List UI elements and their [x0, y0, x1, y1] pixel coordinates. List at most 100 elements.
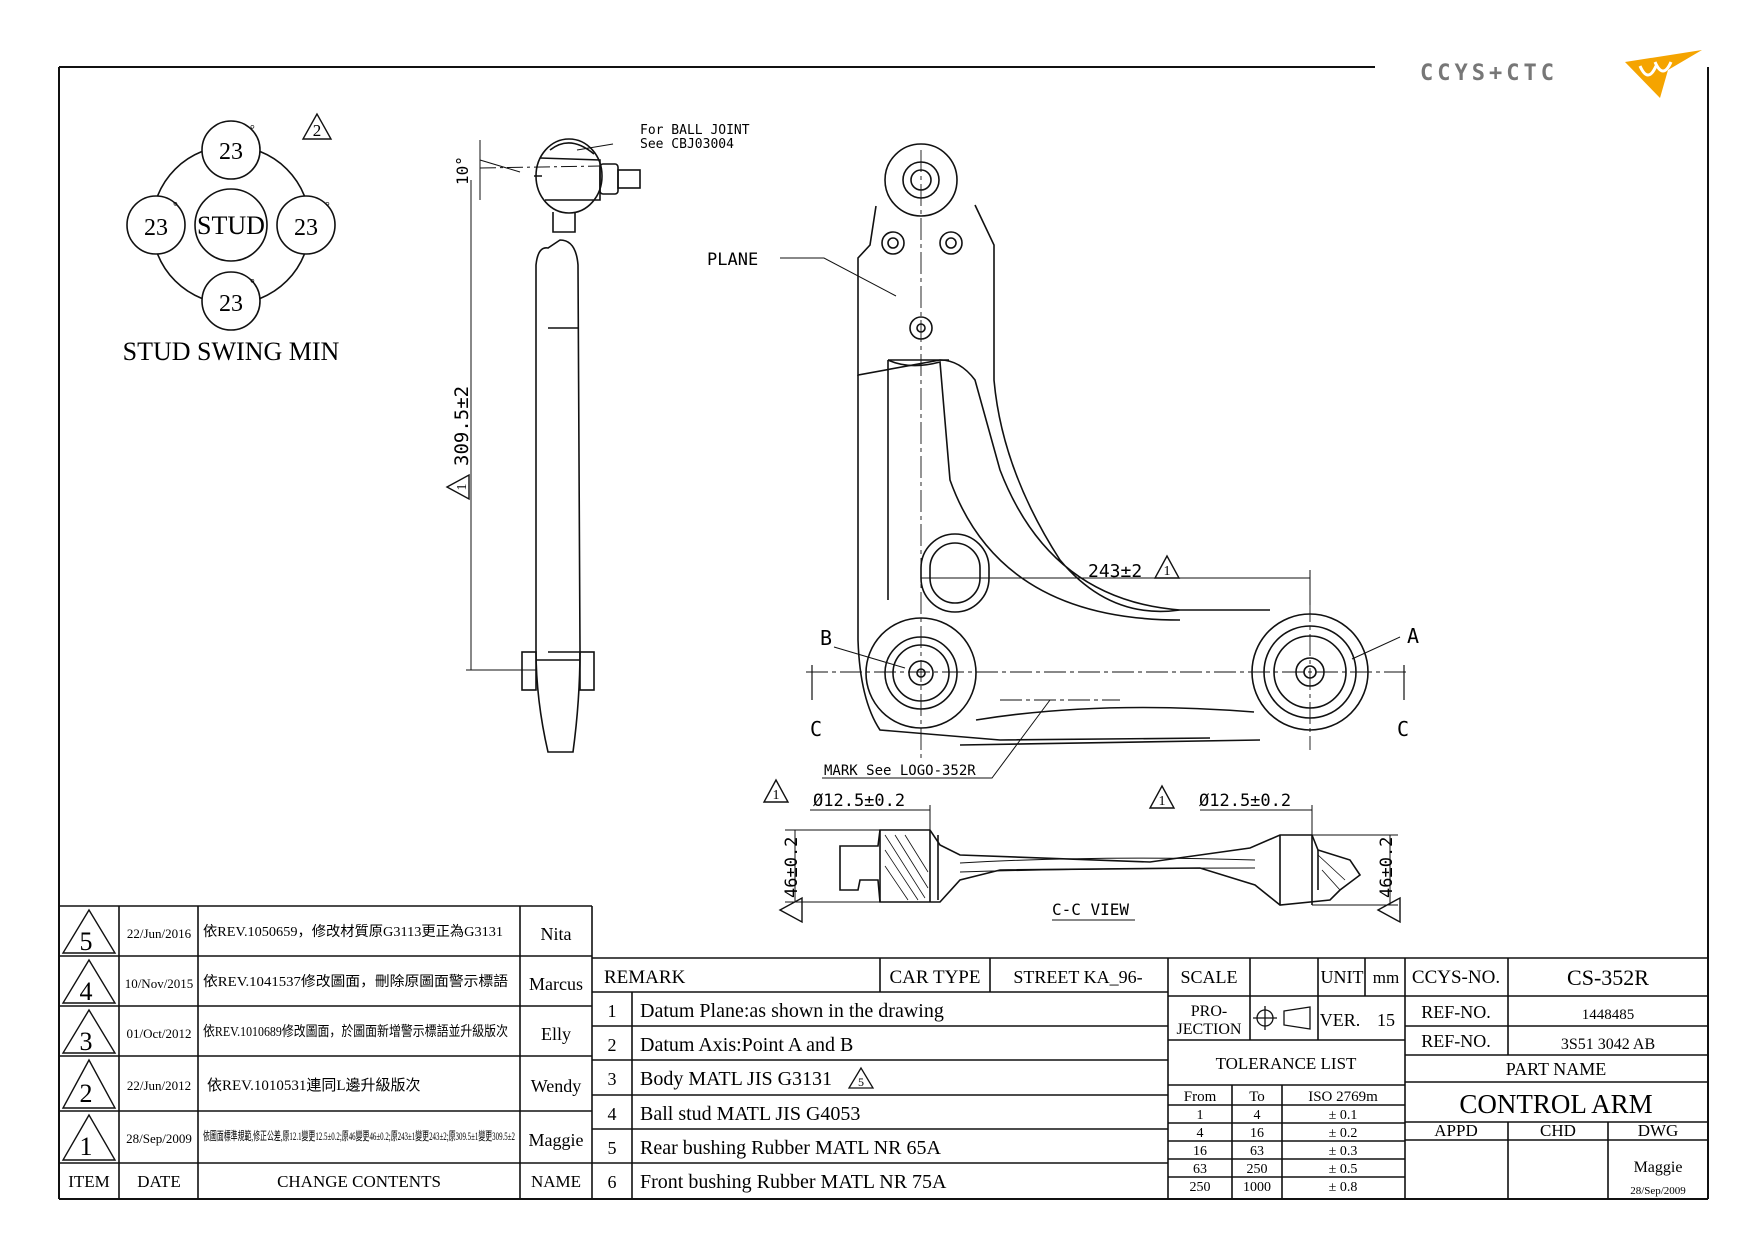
revision-content: 依REV.1050659，修改材質原G3113更正為G3131	[203, 924, 503, 940]
width-dimension: 243±2	[1088, 561, 1142, 582]
svg-text:3: 3	[608, 1069, 617, 1089]
revision-date: 01/Oct/2012	[127, 1026, 192, 1041]
svg-text:1: 1	[1197, 1108, 1204, 1123]
revision-row: 3 01/Oct/2012 依REV.1010689修改圖面，於圖面新增警示標語…	[80, 1024, 572, 1056]
revision-item-icons	[61, 908, 117, 1161]
remark-table-grid	[592, 957, 1708, 1199]
svg-text:2: 2	[313, 121, 322, 140]
section-right-height: 46±0.2	[1377, 837, 1397, 898]
logo-text: CCYS+CTC	[1420, 61, 1558, 86]
svg-text:5: 5	[858, 1075, 864, 1089]
ball-joint-note: For BALL JOINT	[640, 123, 750, 138]
revision-marker-icon: 1	[1148, 784, 1176, 809]
svg-text:4: 4	[608, 1104, 617, 1124]
revision-item: 4	[80, 977, 93, 1006]
revision-marker-icon: 1	[1153, 554, 1181, 579]
revision-name: Maggie	[529, 1130, 584, 1150]
revision-date: 28/Sep/2009	[126, 1131, 192, 1146]
swing-angle-bottom: 23	[219, 291, 243, 317]
svg-text:6: 6	[608, 1172, 617, 1192]
swing-angle-top: 23	[219, 139, 243, 165]
section-left-diameter: Ø12.5±0.2	[813, 791, 905, 811]
drawing-frame	[58, 66, 1709, 1200]
swing-angle-left: 23	[144, 215, 168, 241]
side-angle-label: 10°	[453, 156, 472, 185]
revision-content: 依REV.1010531連同L邊升級版次	[207, 1077, 420, 1094]
tolerance-rows: 1 4 ± 0.1 4 16 ± 0.2 16 63 ± 0.3 63 250 …	[1190, 1108, 1358, 1195]
svg-text:1: 1	[1164, 564, 1171, 579]
section-left-height: 46±0.2	[782, 837, 802, 898]
ccys-no-label: CCYS-NO.	[1412, 967, 1500, 988]
ref-no-value: 1448485	[1582, 1007, 1635, 1023]
ball-joint-note: See CBJ03004	[640, 137, 734, 152]
projection-label: JECTION	[1177, 1021, 1242, 1038]
svg-text:± 0.2: ± 0.2	[1329, 1126, 1358, 1141]
ref-no-label: REF-NO.	[1421, 1031, 1491, 1051]
scale-label: SCALE	[1180, 967, 1237, 987]
car-type-value: STREET KA_96-	[1013, 967, 1142, 987]
revision-name: Marcus	[529, 974, 583, 994]
ccys-no-value: CS-352R	[1567, 965, 1649, 990]
svg-text:63: 63	[1193, 1162, 1207, 1177]
dwg-name: Maggie	[1634, 1159, 1683, 1176]
revision-date: 22/Jun/2016	[127, 926, 192, 941]
svg-text:± 0.5: ± 0.5	[1329, 1162, 1358, 1177]
remark-item: Datum Plane:as shown in the drawing	[640, 1000, 944, 1022]
stud-swing-diagram	[126, 120, 336, 331]
revision-name: Wendy	[531, 1076, 582, 1096]
length-dimension: 309.5±2	[451, 386, 473, 466]
svg-text:63: 63	[1250, 1144, 1264, 1159]
svg-text:4: 4	[1254, 1108, 1261, 1123]
mark-note: MARK See LOGO-352R	[824, 763, 976, 779]
remark-item: Rear bushing Rubber MATL NR 65A	[640, 1137, 941, 1159]
swing-angle-right: 23	[294, 215, 318, 241]
company-logo: CCYS+CTC	[1420, 50, 1702, 98]
svg-text:± 0.8: ± 0.8	[1329, 1180, 1358, 1195]
svg-text:± 0.1: ± 0.1	[1329, 1108, 1358, 1123]
revision-row: 5 22/Jun/2016 依REV.1050659，修改材質原G3113更正為…	[80, 924, 572, 956]
revision-item: 5	[80, 927, 93, 956]
revision-item: 2	[80, 1079, 93, 1108]
unit-value: mm	[1373, 968, 1399, 987]
section-c-right: C	[1397, 717, 1409, 741]
svg-text:1000: 1000	[1243, 1180, 1271, 1195]
revision-marker-icon	[778, 896, 803, 924]
svg-text:5: 5	[608, 1138, 617, 1158]
revision-marker-icon: 1	[762, 778, 790, 803]
ref-no-label: REF-NO.	[1421, 1002, 1491, 1022]
revision-marker-icon: 1	[445, 473, 470, 501]
revision-row: 2 22/Jun/2012 依REV.1010531連同L邊升級版次 Wendy	[80, 1076, 582, 1108]
ver-label: VER.	[1320, 1010, 1361, 1030]
tolerance-header: From	[1184, 1089, 1217, 1105]
svg-text:16: 16	[1193, 1144, 1207, 1159]
projection-label: PRO-	[1191, 1003, 1227, 1020]
section-c-left: C	[810, 717, 822, 741]
svg-text:16: 16	[1250, 1126, 1264, 1141]
svg-text:1: 1	[773, 788, 780, 803]
degree-mark: °	[173, 199, 178, 213]
svg-text:DATE: DATE	[137, 1172, 180, 1191]
degree-mark: °	[250, 276, 255, 290]
remark-list: 1 Datum Plane:as shown in the drawing 2 …	[608, 1000, 948, 1193]
revision-marker-icon	[1376, 896, 1401, 924]
stud-swing-caption: STUD SWING MIN	[123, 337, 340, 366]
unit-label: UNIT	[1321, 967, 1364, 987]
revision-marker-icon: 5	[847, 1066, 875, 1089]
revision-date: 22/Jun/2012	[127, 1078, 191, 1093]
revision-row: 1 28/Sep/2009 依圖面標準規範,修正公差,原12.1變更12.5±0…	[80, 1128, 584, 1161]
section-view	[785, 805, 1398, 921]
svg-text:NAME: NAME	[531, 1172, 581, 1191]
svg-text:± 0.3: ± 0.3	[1329, 1144, 1358, 1159]
svg-text:CHANGE CONTENTS: CHANGE CONTENTS	[277, 1172, 441, 1191]
part-name-label: PART NAME	[1506, 1059, 1606, 1079]
revision-content: 依圖面標準規範,修正公差,原12.1變更12.5±0.2;原46變更46±0.2…	[203, 1128, 515, 1143]
degree-mark: °	[250, 122, 255, 136]
svg-text:250: 250	[1247, 1162, 1268, 1177]
tolerance-title: TOLERANCE LIST	[1216, 1054, 1357, 1073]
svg-text:2: 2	[608, 1035, 617, 1055]
svg-text:1: 1	[455, 484, 470, 491]
remark-item: Body MATL JIS G3131	[640, 1068, 832, 1090]
revision-name: Elly	[541, 1024, 571, 1044]
svg-text:1: 1	[608, 1001, 617, 1021]
